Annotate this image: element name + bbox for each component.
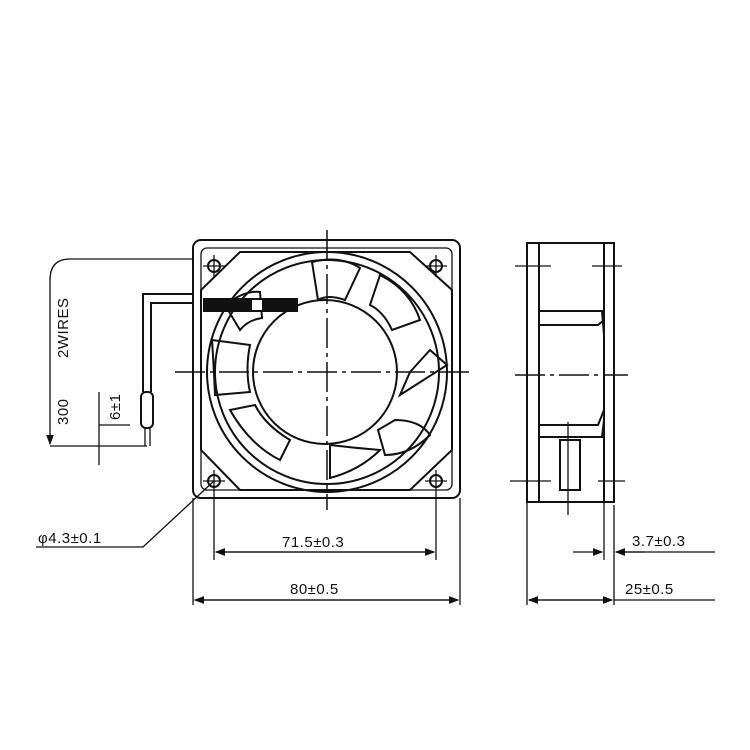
hole-diameter-label: φ4.3±0.1 (38, 530, 102, 547)
frame-width-label: 80±0.5 (290, 581, 339, 598)
wire-exit-label (203, 298, 298, 312)
hole-spacing-label: 71.5±0.3 (282, 534, 344, 551)
wire-leads (46, 258, 193, 465)
fan-blades (210, 258, 449, 480)
hole-leader (36, 480, 215, 548)
side-dimensions (526, 502, 715, 605)
side-view (510, 242, 628, 515)
depth-label: 25±0.5 (625, 581, 674, 598)
connector (559, 439, 581, 491)
wires-label: 2WIRES (55, 297, 72, 358)
front-dimensions (192, 492, 461, 605)
side-outline (526, 242, 615, 503)
front-view (175, 230, 470, 510)
venturi (200, 251, 453, 491)
strip-length-label: 6±1 (107, 394, 124, 420)
wire-length-label: 300 (55, 398, 72, 425)
center-lines (175, 230, 470, 510)
flange-thickness-label: 3.7±0.3 (632, 533, 685, 550)
